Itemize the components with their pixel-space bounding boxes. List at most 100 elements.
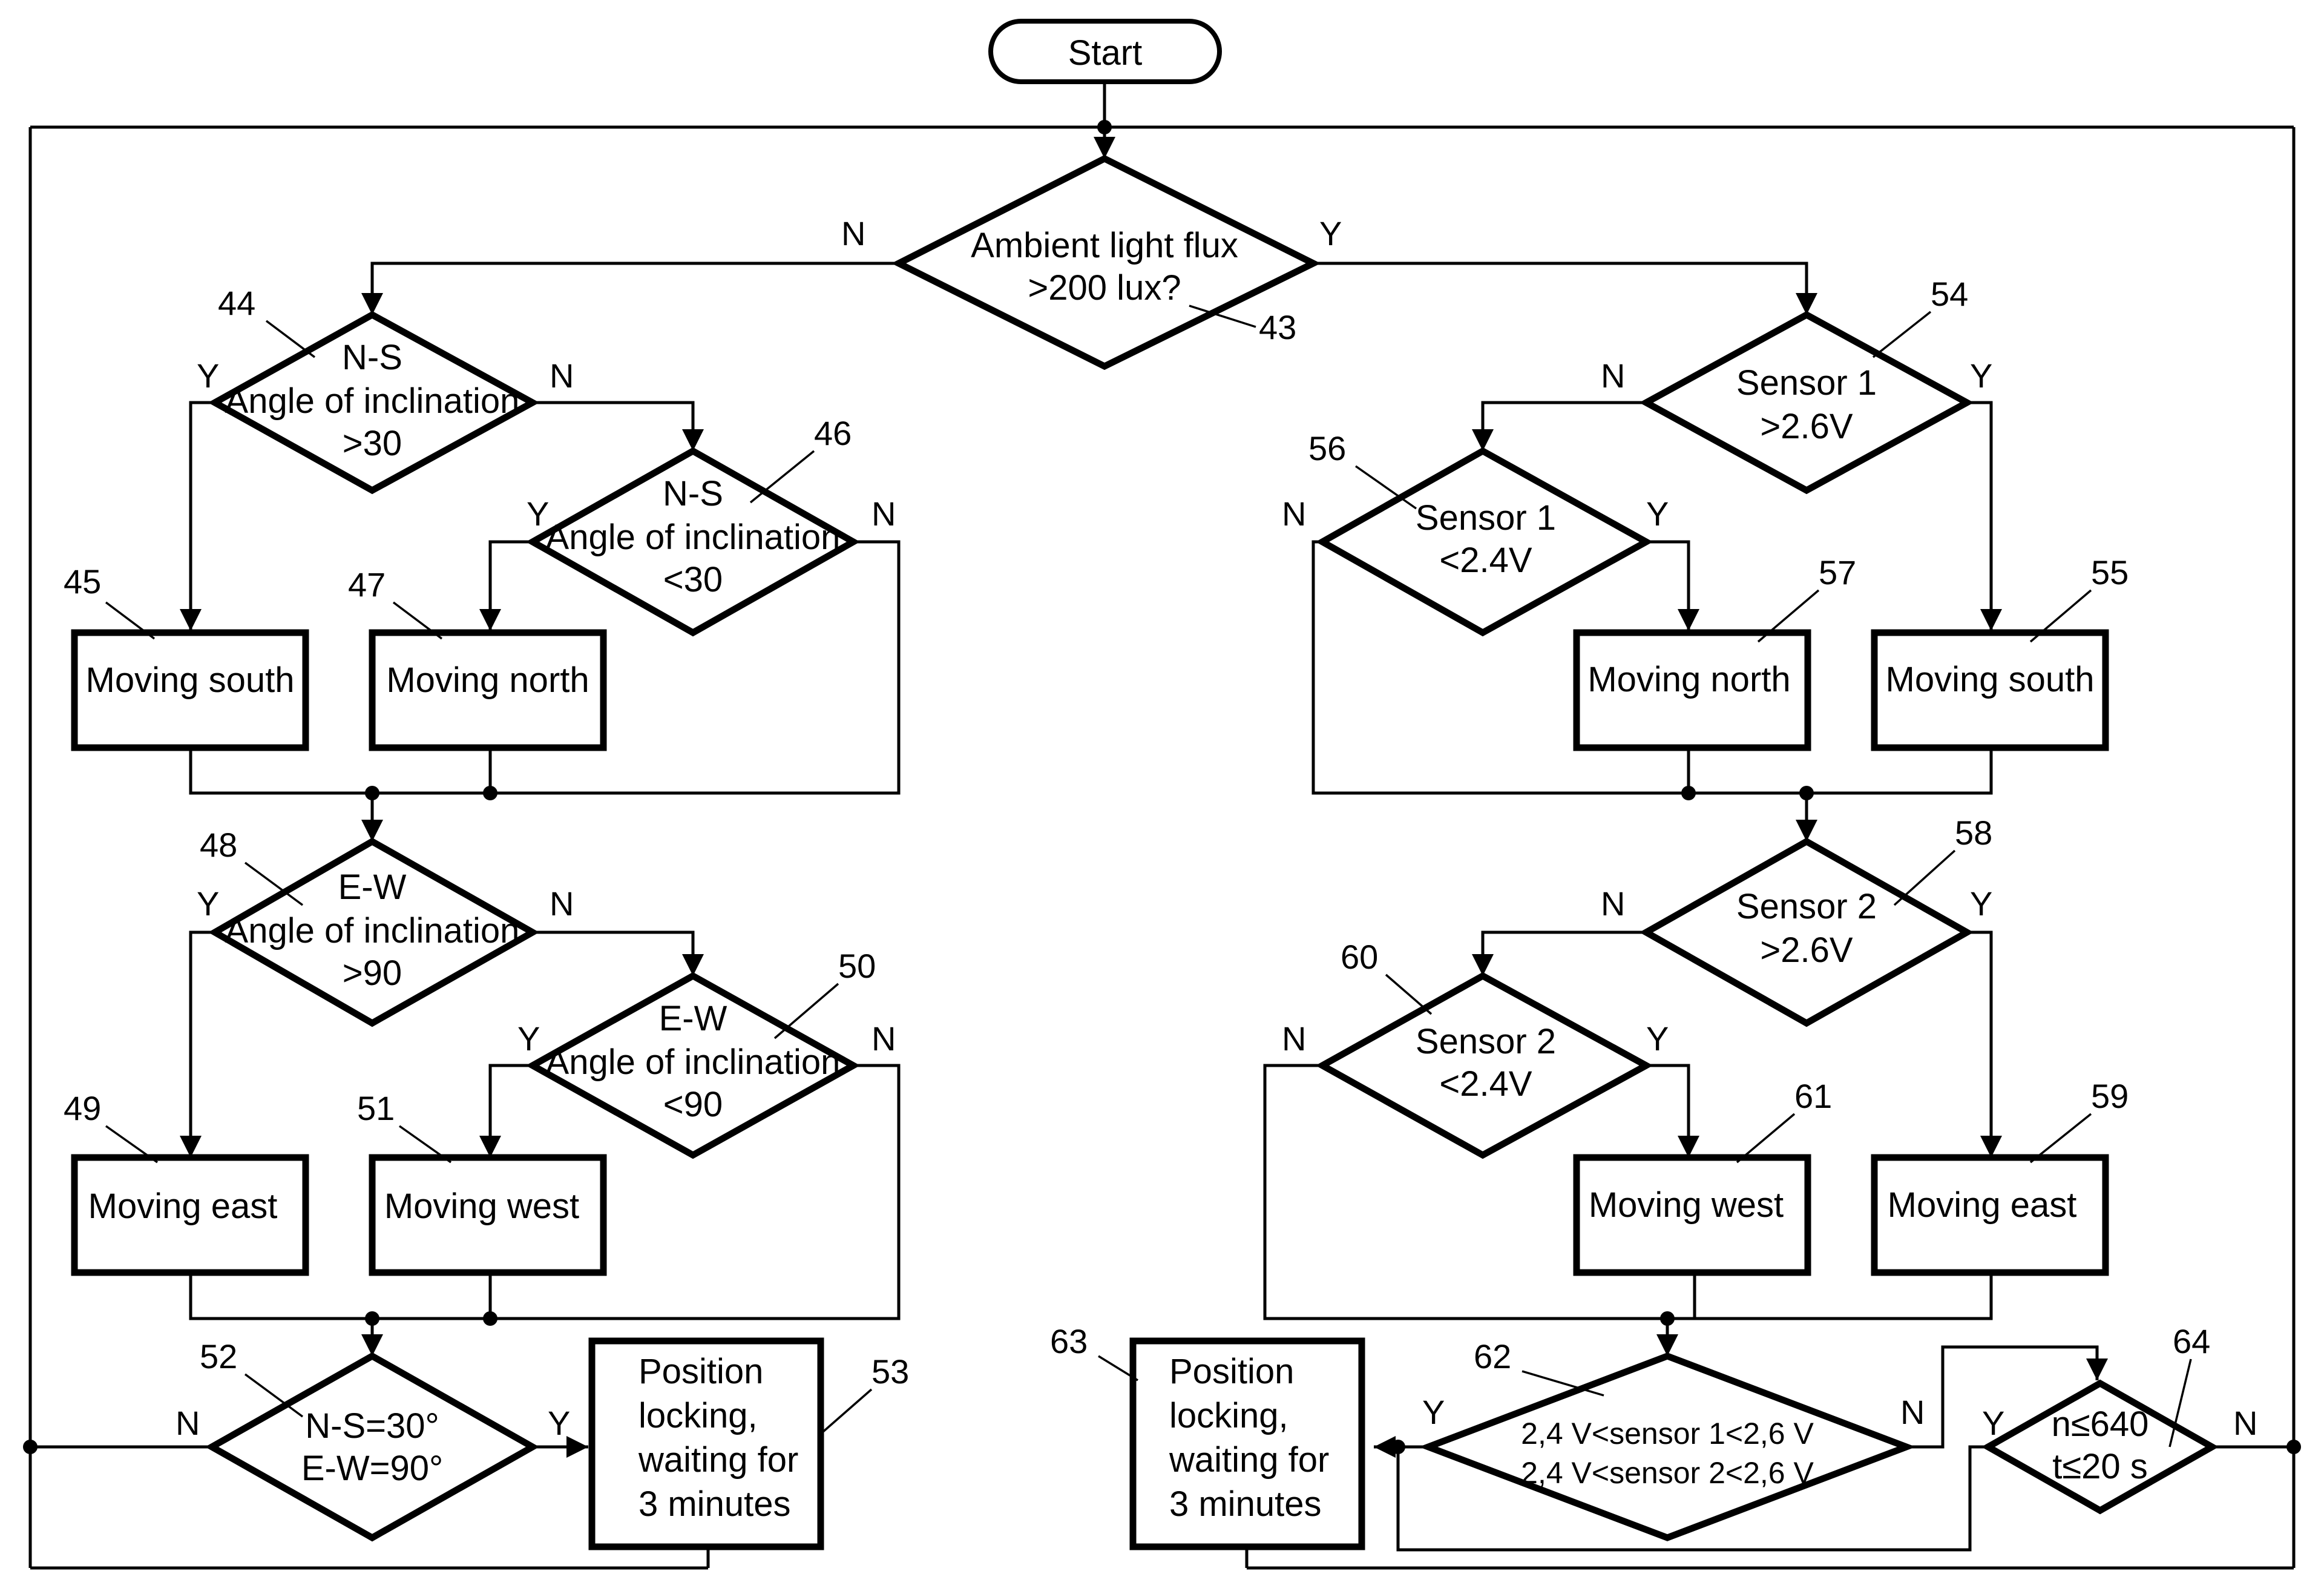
decision-60-line-2: <2.4V: [1439, 1064, 1532, 1104]
decision-56-line-2: <2.4V: [1439, 541, 1532, 580]
decision-46-line-3: <30: [663, 560, 723, 599]
decision-62: 2,4 V<sensor 1<2,6 V 2,4 V<sensor 2<2,6 …: [1419, 1352, 1916, 1541]
leader-46: [749, 450, 815, 504]
leader-57: [1757, 589, 1820, 643]
leader-54: [1872, 311, 1932, 358]
process-61-label: Moving west: [1589, 1185, 1784, 1225]
process-59-label: Moving east: [1888, 1185, 2077, 1225]
decision-48: E-W Angle of inclination >90: [208, 837, 540, 1027]
process-49-label: Moving east: [88, 1187, 278, 1226]
connector-60-no: [1263, 1064, 1667, 1320]
decision-56-line-1: Sensor 1: [1416, 498, 1556, 538]
connector-56-yes: [1646, 540, 1699, 631]
leader-64: [2168, 1359, 2192, 1447]
connector-59-merge: [1667, 1271, 1993, 1320]
label-64-yes: Y: [1982, 1404, 2004, 1442]
junction-dot: [1660, 1311, 1675, 1326]
process-63-line-1: Position: [1169, 1352, 1294, 1391]
leader-55: [2029, 589, 2092, 643]
process-49: Moving east: [71, 1154, 309, 1276]
connector-55-merge: [1807, 748, 1993, 795]
leader-47: [392, 601, 443, 640]
branch-labels: N Y Y N Y N Y N Y N N Y N Y N Y N Y N Y …: [176, 214, 2257, 1442]
connector-64-yes: [1396, 1445, 1988, 1552]
ref-54: 54: [1931, 275, 1968, 313]
process-53: Position locking, waiting for 3 minutes: [588, 1337, 824, 1550]
ref-51: 51: [357, 1089, 395, 1127]
leader-53: [822, 1388, 873, 1433]
connector-54-yes: [1967, 401, 2002, 631]
junction-dot: [483, 786, 497, 800]
connector-58-no: [1472, 930, 1646, 976]
label-62-yes: Y: [1422, 1393, 1445, 1431]
leader-59: [2029, 1113, 2092, 1164]
process-53-line-1: Position: [638, 1352, 763, 1391]
connector-46-no: [372, 540, 901, 795]
label-56-yes: Y: [1646, 495, 1669, 533]
junction-dot: [1391, 1440, 1405, 1454]
leader-62: [1521, 1370, 1604, 1397]
process-63-line-2: locking,: [1169, 1396, 1288, 1435]
decision-64-line-2: t≤20 s: [2052, 1447, 2148, 1486]
leader-48: [244, 861, 304, 906]
connector-58-yes: [1967, 930, 2002, 1158]
process-57: Moving north: [1573, 629, 1811, 751]
connector-44-no: [533, 401, 704, 451]
decision-52-line-1: N-S=30°: [305, 1406, 439, 1446]
process-63: Position locking, waiting for 3 minutes: [1129, 1337, 1365, 1550]
label-44-yes: Y: [197, 357, 219, 395]
label-46-yes: Y: [527, 495, 549, 533]
connector-48-yes: [180, 930, 215, 1158]
process-51-label: Moving west: [384, 1187, 579, 1226]
leader-52: [244, 1373, 304, 1418]
ref-63: 63: [1050, 1322, 1088, 1360]
start-label: Start: [1068, 33, 1143, 73]
decision-54-line-2: >2.6V: [1760, 407, 1853, 446]
ref-48: 48: [200, 826, 237, 864]
leader-45: [105, 601, 156, 640]
decision-50: E-W Angle of inclination <90: [525, 972, 861, 1159]
connector-49-merge: [189, 1271, 372, 1320]
ref-64: 64: [2173, 1322, 2210, 1360]
ref-61: 61: [1794, 1077, 1832, 1115]
ref-55: 55: [2091, 553, 2129, 591]
decision-44-line-3: >30: [343, 424, 402, 463]
label-46-no: N: [872, 495, 896, 533]
process-45-label: Moving south: [86, 660, 295, 700]
connector-45-merge: [189, 748, 372, 795]
decision-50-line-3: <90: [663, 1085, 723, 1124]
process-53-line-4: 3 minutes: [638, 1484, 790, 1524]
process-53-line-2: locking,: [638, 1396, 758, 1435]
ref-58: 58: [1955, 814, 1992, 852]
label-58-no: N: [1601, 884, 1625, 923]
label-58-yes: Y: [1970, 884, 1992, 923]
label-54-no: N: [1601, 357, 1625, 395]
decision-54-line-1: Sensor 1: [1736, 363, 1877, 403]
connector-43-yes: [1313, 262, 1817, 315]
decision-44-line-1: N-S: [342, 338, 402, 377]
connector-50-no: [372, 1064, 901, 1320]
process-59: Moving east: [1871, 1154, 2109, 1276]
label-48-no: N: [550, 884, 574, 923]
label-64-no: N: [2233, 1404, 2257, 1442]
ref-59: 59: [2091, 1077, 2129, 1115]
label-44-no: N: [550, 357, 574, 395]
junction-dot: [23, 1440, 38, 1454]
decision-64: n≤640 t≤20 s: [1981, 1379, 2219, 1515]
leader-56: [1354, 465, 1417, 510]
process-61: Moving west: [1573, 1154, 1811, 1276]
decision-58: Sensor 2 >2.6V: [1639, 837, 1974, 1027]
junction-dot: [365, 1311, 379, 1326]
decision-50-line-2: Angle of inclination: [546, 1042, 841, 1082]
ref-57: 57: [1819, 553, 1856, 591]
junction-dot: [1799, 786, 1814, 800]
process-55: Moving south: [1871, 629, 2109, 751]
junction-dot: [1097, 120, 1112, 134]
decision-60-line-1: Sensor 2: [1416, 1022, 1556, 1061]
connector-50-yes: [479, 1064, 533, 1158]
decision-54: Sensor 1 >2.6V: [1639, 311, 1974, 495]
ref-50: 50: [838, 947, 876, 985]
leader-60: [1385, 973, 1433, 1015]
leader-51: [398, 1125, 452, 1164]
